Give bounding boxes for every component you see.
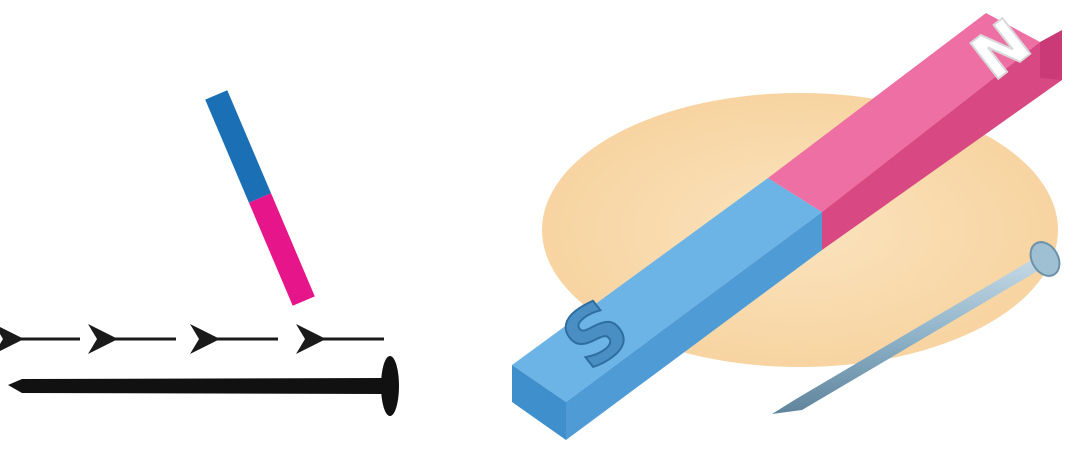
- magnet-north-end: [1040, 30, 1062, 80]
- small-bar-magnet: [205, 90, 315, 306]
- left-panel: [8, 90, 399, 416]
- small-magnet-pink-half: [249, 193, 315, 305]
- right-panel: S N: [512, 3, 1065, 440]
- nail-head: [381, 356, 399, 416]
- nail-shaft: [8, 378, 385, 394]
- small-magnet-blue-half: [205, 90, 271, 202]
- black-nail: [8, 356, 399, 416]
